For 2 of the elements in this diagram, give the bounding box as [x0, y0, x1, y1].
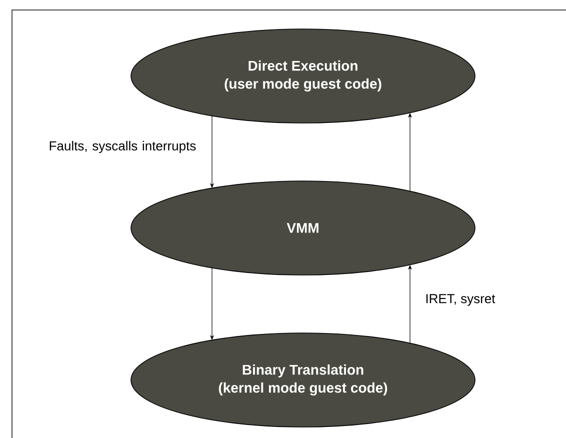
edge-label: IRET, sysret: [426, 294, 496, 306]
edge-label: Faults, syscalls interrupts: [50, 140, 196, 154]
